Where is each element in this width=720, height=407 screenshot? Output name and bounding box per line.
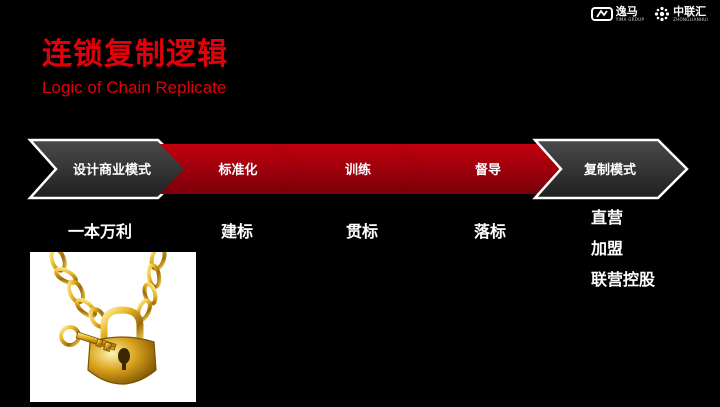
step-chevron-2: 标准化 bbox=[160, 144, 302, 194]
column-text-5-list: 直营 加盟 联营控股 bbox=[591, 206, 655, 292]
column-text-5-item: 联营控股 bbox=[591, 270, 656, 289]
step-chevron-3: 训练 bbox=[278, 144, 422, 194]
zhonglianhui-logo-icon bbox=[654, 6, 670, 22]
step-label-3: 训练 bbox=[345, 162, 371, 178]
column-text-4: 落标 bbox=[474, 222, 507, 241]
step-chevron-5: 复制模式 bbox=[532, 138, 689, 200]
step-chevron-4: 督导 bbox=[398, 144, 562, 194]
golden-chain-padlock-with-key bbox=[49, 252, 167, 385]
step-label-1: 设计商业模式 bbox=[73, 162, 151, 178]
column-text-3: 贯标 bbox=[346, 222, 379, 241]
step-label-4: 督导 bbox=[475, 162, 501, 178]
yima-logo-icon bbox=[590, 6, 613, 22]
page-subtitle: Logic of Chain Replicate bbox=[42, 78, 227, 97]
column-text-5-item: 加盟 bbox=[591, 239, 624, 258]
yima-logo-name: 逸马 bbox=[615, 5, 638, 18]
page-title: 连锁复制逻辑 bbox=[42, 37, 228, 72]
column-text-1: 一本万利 bbox=[68, 222, 133, 241]
zhonglianhui-logo-name: 中联汇 bbox=[673, 5, 707, 18]
header-logos: 逸马 YIMA GROUP 中联汇 ZHONGLIANHUI bbox=[590, 5, 708, 22]
zhonglianhui-logo: 中联汇 ZHONGLIANHUI bbox=[654, 6, 708, 22]
step-chevron-1: 设计商业模式 bbox=[27, 138, 190, 200]
chain-lock-image bbox=[30, 252, 196, 402]
step-label-2: 标准化 bbox=[217, 162, 257, 178]
column-text-2: 建标 bbox=[221, 222, 254, 241]
yima-logo: 逸马 YIMA GROUP bbox=[590, 5, 645, 22]
step-label-5: 复制模式 bbox=[583, 162, 636, 178]
zhonglianhui-logo-sub: ZHONGLIANHUI bbox=[673, 17, 708, 22]
yima-logo-sub: YIMA GROUP bbox=[615, 17, 645, 22]
column-text-5-item: 直营 bbox=[591, 208, 624, 227]
process-flow: 设计商业模式 标准化 训练 督导 复制模式 bbox=[27, 138, 690, 200]
